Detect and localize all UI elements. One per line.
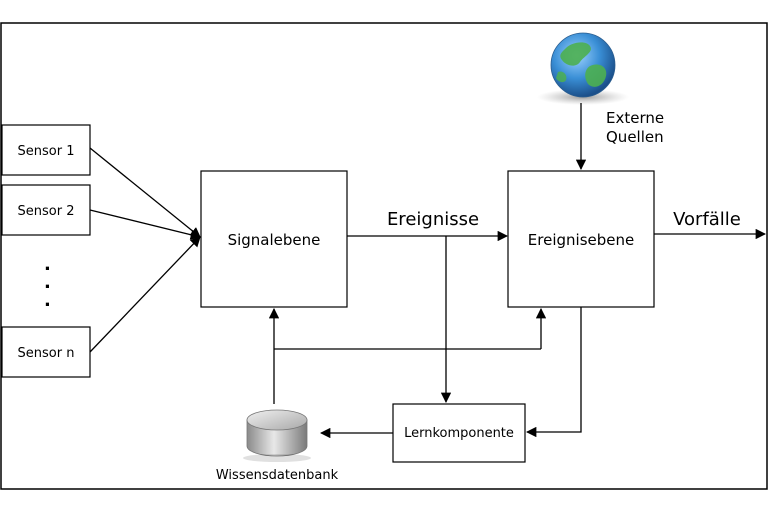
- globe-icon: [537, 32, 629, 105]
- sensor-n-label: Sensor n: [18, 346, 75, 361]
- external-sources-line2: Quellen: [606, 128, 664, 146]
- database-label: Wissensdatenbank: [216, 468, 339, 483]
- learning-component-label: Lernkomponente: [404, 426, 514, 441]
- ellipsis-dot-3: .: [44, 290, 51, 311]
- sensor-ellipsis: . . .: [44, 254, 51, 311]
- sensor-2-label: Sensor 2: [18, 204, 75, 219]
- sensor-2-box: Sensor 2: [1, 184, 91, 236]
- sensor-1-box: Sensor 1: [1, 124, 91, 176]
- events-edge-label: Ereignisse: [387, 209, 479, 230]
- external-sources-line1: Externe: [606, 109, 664, 127]
- signal-layer-label: Signalebene: [228, 231, 321, 249]
- learning-component-box: Lernkomponente: [392, 403, 526, 463]
- signal-layer-box: Signalebene: [200, 170, 348, 308]
- arrow-event-learning: [525, 307, 582, 438]
- ellipsis-dot-2: .: [44, 272, 51, 293]
- sensor-1-label: Sensor 1: [18, 144, 75, 159]
- incidents-edge-label: Vorfälle: [673, 209, 741, 230]
- diagram-border: [0, 22, 768, 490]
- event-layer-box: Ereignisebene: [507, 170, 655, 308]
- arrow-sensor2-signal: [89, 209, 202, 240]
- arrow-sensor1-signal: [89, 147, 201, 238]
- arrow-sensorn-signal: [89, 236, 201, 353]
- sensor-n-box: Sensor n: [1, 326, 91, 378]
- database-icon: [243, 409, 311, 462]
- ellipsis-dot-1: .: [44, 254, 51, 275]
- event-layer-label: Ereignisebene: [528, 231, 634, 249]
